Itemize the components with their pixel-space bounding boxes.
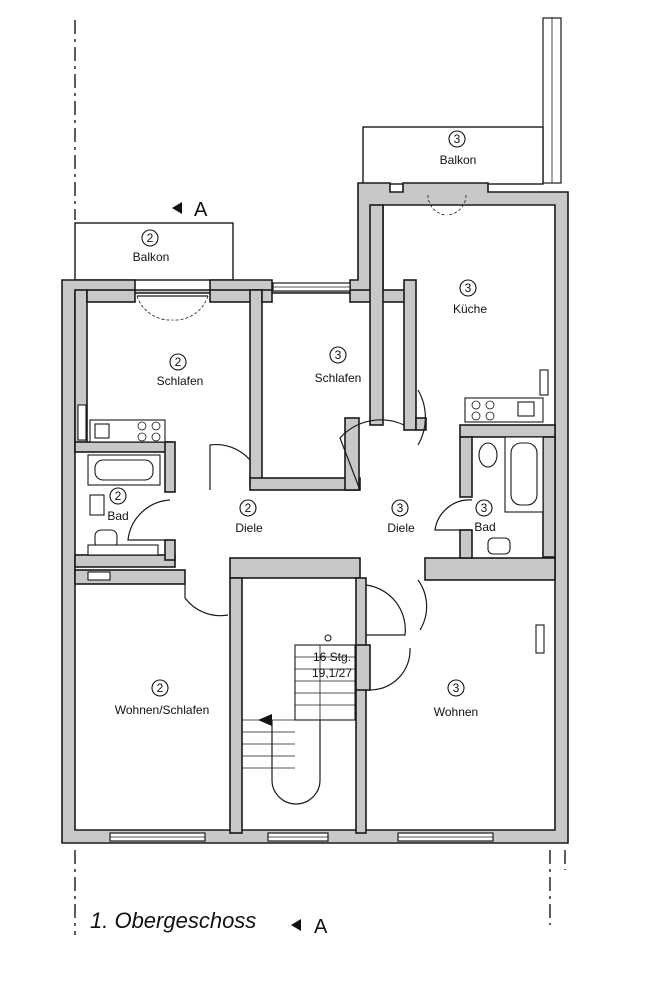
room-label-schlafen-3: 3 Schlafen [315,346,362,385]
windows [109,282,494,842]
svg-text:Diele: Diele [235,521,263,535]
room-label-diele-2: 2 Diele [235,499,263,535]
svg-text:3: 3 [454,132,461,146]
svg-text:Bad: Bad [107,509,128,523]
section-arrow-bottom-icon [291,919,301,931]
room-label-wohnen-schlafen-2: 2 Wohnen/Schlafen [115,679,210,717]
svg-text:3: 3 [453,681,460,695]
section-marker-top: A [194,199,208,221]
section-arrow-top-icon [172,202,182,214]
stairs-ratio: 19,1/27 [312,666,352,680]
svg-text:Diele: Diele [387,521,415,535]
svg-text:Schlafen: Schlafen [315,371,362,385]
svg-text:2: 2 [175,355,182,369]
stairs-steps: 16 Stg. [313,650,351,664]
room-label-bad-3: 3 Bad [474,499,496,534]
room-label-wohnen-3: 3 Wohnen [434,679,478,719]
room-label-bad-2: 2 Bad [107,487,129,523]
svg-text:3: 3 [397,501,404,515]
svg-text:3: 3 [481,501,488,515]
stairs-graphic [242,634,356,805]
room-label-balkon-3: 3 Balkon [440,130,477,167]
svg-text:2: 2 [245,501,252,515]
svg-text:Balkon: Balkon [133,250,170,264]
svg-text:Küche: Küche [453,302,487,316]
room-label-balkon-2: 2 Balkon [133,229,170,264]
svg-text:Balkon: Balkon [440,153,477,167]
fixtures [77,369,549,654]
doors [127,194,473,691]
outer-walls [61,182,569,844]
svg-text:Wohnen/Schlafen: Wohnen/Schlafen [115,703,210,717]
svg-text:Bad: Bad [474,520,495,534]
room-label-diele-3: 3 Diele [387,499,415,535]
floor-title: 1. Obergeschoss [90,908,256,933]
room-label-kueche-3: 3 Küche [453,279,487,316]
svg-text:2: 2 [157,681,164,695]
svg-text:Schlafen: Schlafen [157,374,204,388]
svg-text:2: 2 [147,231,154,245]
svg-text:3: 3 [465,281,472,295]
room-label-schlafen-2: 2 Schlafen [157,353,204,388]
svg-text:2: 2 [115,489,122,503]
svg-text:Wohnen: Wohnen [434,705,478,719]
section-marker-bottom: A [314,916,328,938]
interior-walls [74,204,556,834]
svg-text:3: 3 [335,348,342,362]
